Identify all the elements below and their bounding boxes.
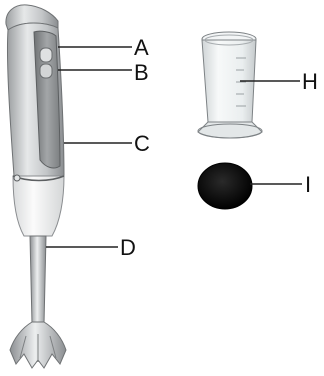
- blending-shaft: [30, 236, 46, 324]
- speed-button-b: [40, 64, 52, 78]
- label-b: B: [134, 60, 149, 85]
- label-d: D: [120, 235, 136, 260]
- beaker-lid-icon: [198, 163, 252, 209]
- label-i: I: [305, 172, 311, 197]
- speed-button-a: [40, 48, 52, 62]
- measuring-beaker-icon: [198, 32, 262, 138]
- release-button: [14, 175, 20, 181]
- hand-blender-icon: [6, 5, 66, 368]
- label-c: C: [134, 131, 150, 156]
- lower-body: [13, 176, 64, 236]
- label-h: H: [302, 69, 318, 94]
- label-a: A: [134, 35, 149, 60]
- lid-disc: [198, 163, 252, 209]
